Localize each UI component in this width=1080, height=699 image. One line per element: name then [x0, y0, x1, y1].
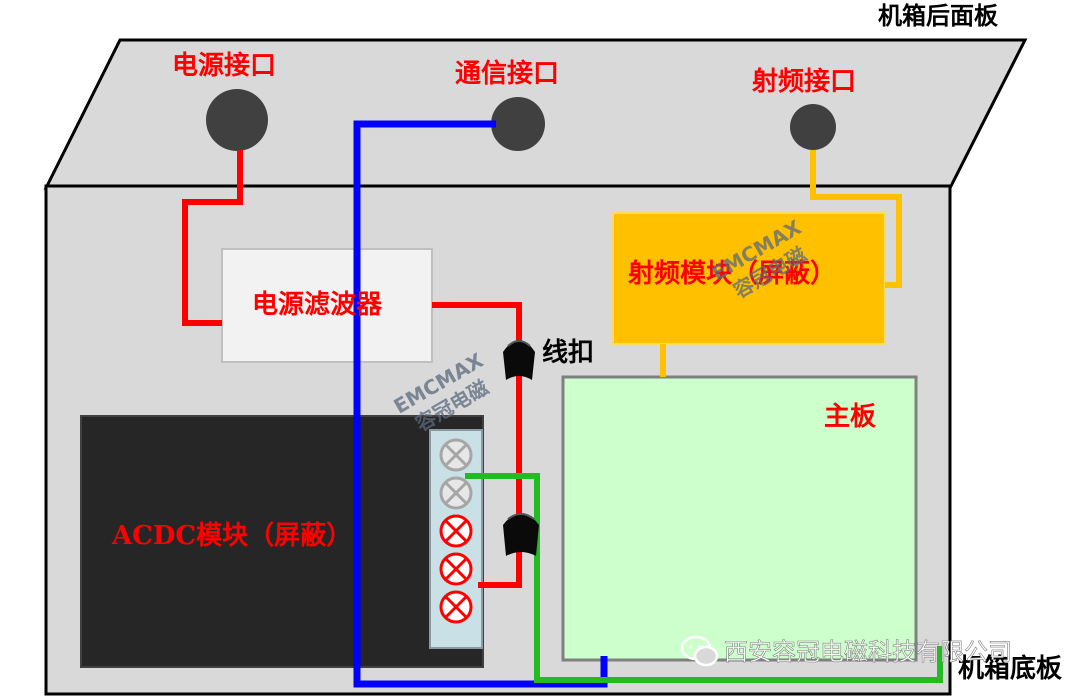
rf-module-label: 射频模块（屏蔽）: [627, 259, 836, 289]
power-port-label: 电源接口: [172, 51, 276, 81]
rf-wire: [810, 150, 902, 288]
power-filter-box: [221, 248, 433, 363]
bottom-panel-label: 机箱底板: [958, 653, 1062, 684]
main-board-label: 主板: [824, 402, 876, 432]
power-wire-filter-to-terminal: [432, 302, 522, 588]
company-watermark: 西安容冠电磁科技有限公司: [680, 635, 1012, 667]
wechat-icon: [680, 635, 719, 667]
terminal-screw: [439, 514, 473, 548]
comm-port-label: 通信接口: [455, 59, 559, 89]
power-filter-label: 电源滤波器: [252, 290, 383, 320]
cable-clip-label: 线扣: [542, 338, 594, 368]
terminal-screw: [439, 438, 473, 472]
comm-port: [491, 97, 545, 151]
rf-module-box: [612, 212, 886, 345]
ground-wire: [465, 473, 943, 683]
cable-clip-upper: [503, 340, 535, 380]
main-board-box: [561, 375, 918, 662]
power-port: [206, 89, 268, 151]
terminal-screw: [439, 476, 473, 510]
cable-clip-lower: [503, 513, 539, 556]
terminal-screw: [439, 552, 473, 586]
acdc-module-label: ACDC模块（屏蔽）: [111, 521, 352, 551]
company-name: 西安容冠电磁科技有限公司: [724, 638, 1012, 666]
comm-wire: [353, 120, 608, 688]
rf-port: [790, 104, 836, 150]
rear-panel-label: 机箱后面板: [878, 1, 999, 30]
acdc-module-box: [80, 415, 484, 668]
terminal-block: [429, 429, 483, 649]
rf-port-label: 射频接口: [751, 67, 856, 97]
power-wire-port-to-filter: [182, 150, 243, 326]
terminal-screw: [439, 590, 473, 624]
